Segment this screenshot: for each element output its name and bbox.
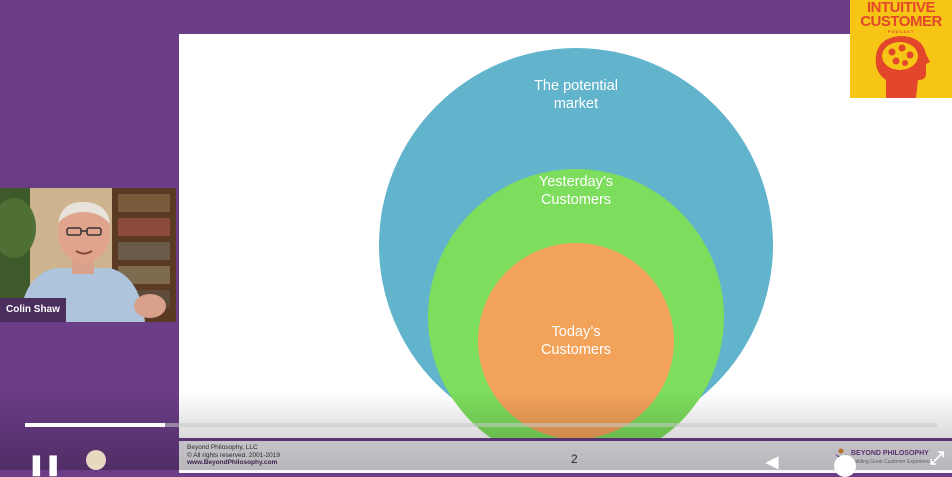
todays-customers-label: Today’s Customers xyxy=(540,324,612,358)
settings-icon[interactable] xyxy=(834,455,856,477)
podcast-logo-line3: PODCAST xyxy=(887,29,915,34)
slide-page-number: 2 xyxy=(571,452,578,466)
head-profile-icon xyxy=(875,36,930,98)
participant-video[interactable] xyxy=(0,188,176,322)
presentation-slide: The potential market Yesterday’s Custome… xyxy=(179,34,952,473)
todays-customers-circle xyxy=(478,243,674,439)
podcast-logo: INTUITIVE CUSTOMER PODCAST xyxy=(850,0,952,98)
video-progress-bar[interactable] xyxy=(25,423,937,427)
brand-tagline: Building Great Customer Experiences xyxy=(851,459,935,465)
footer-copyright: Beyond Philosophy, LLC © All rights rese… xyxy=(187,444,280,467)
yesterdays-customers-label: Yesterday’s Customers xyxy=(538,174,614,208)
participant-name-tag: Colin Shaw xyxy=(0,298,66,322)
video-progress-fill xyxy=(25,423,165,427)
skip-back-icon[interactable]: ◀ xyxy=(766,454,779,471)
user-avatar[interactable] xyxy=(86,450,106,470)
play-pause-icon[interactable]: ❚❚ xyxy=(28,454,62,476)
nested-circles-diagram xyxy=(379,48,773,465)
footer-rights: © All rights reserved. 2001-2019 xyxy=(187,451,280,459)
podcast-logo-line2: CUSTOMER xyxy=(860,13,942,30)
brand-name: BEYOND PHILOSOPHY xyxy=(851,450,929,457)
potential-market-label: The potential market xyxy=(534,78,618,112)
footer-company: Beyond Philosophy, LLC xyxy=(187,444,258,451)
slide-footer xyxy=(179,438,952,473)
podcast-logo-line1: INTUITIVE xyxy=(866,0,936,16)
fullscreen-icon[interactable]: ⤢ xyxy=(930,448,945,468)
footer-url: www.BeyondPhilosophy.com xyxy=(187,459,278,466)
